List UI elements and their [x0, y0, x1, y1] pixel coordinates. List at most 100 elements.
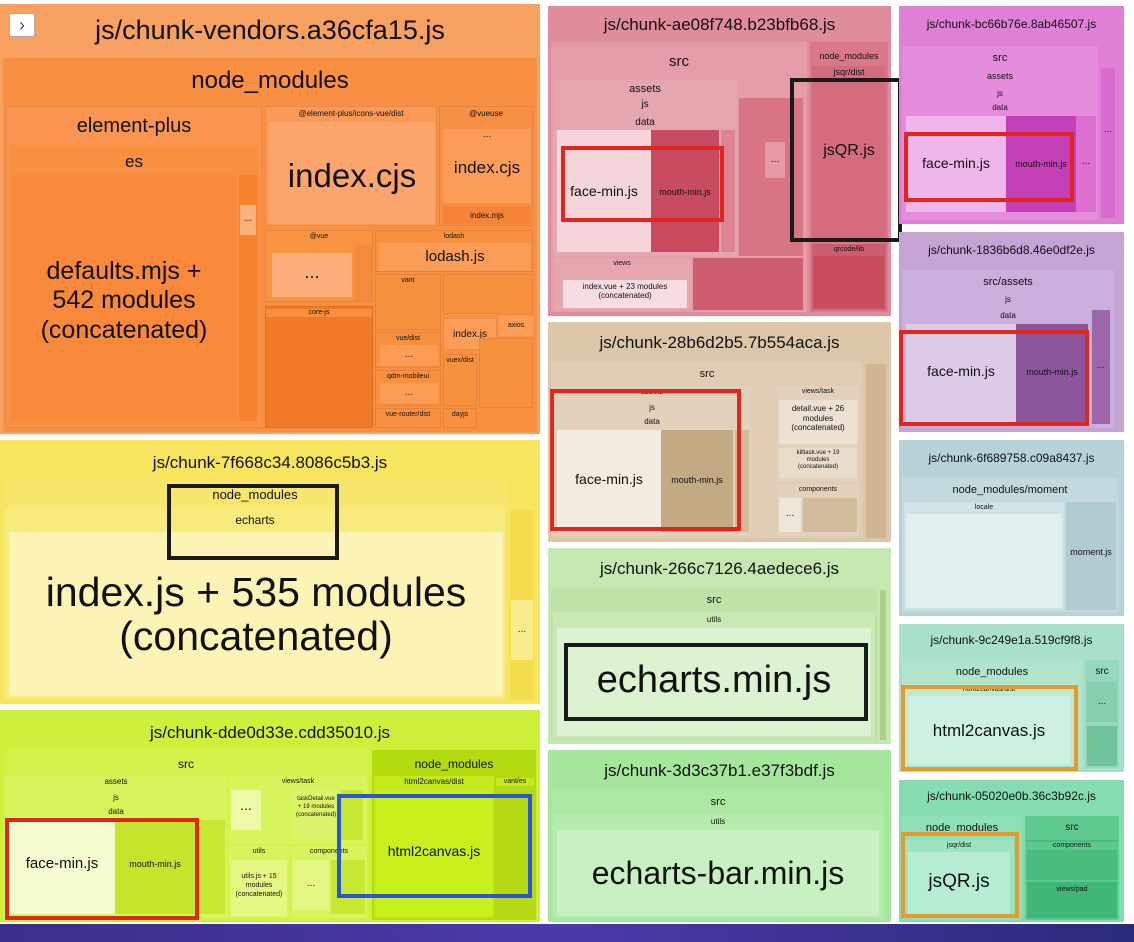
node-modules-group[interactable]: node_modules jsqr/dist jsQR.js — [902, 816, 1022, 920]
module-face-min[interactable]: face-min.js — [906, 324, 1016, 424]
module-killtask[interactable]: killtask.vue + 19 modules (concatenated) — [779, 448, 857, 478]
assets-group[interactable]: assets js data face-min.js mouth-min.js — [5, 776, 227, 918]
moment-group[interactable]: node_modules/moment locale moment.js — [902, 478, 1118, 612]
module-mouth-min[interactable]: mouth-min.js — [1016, 324, 1088, 424]
vue-dist-group[interactable]: vue/dist ... — [375, 332, 441, 368]
module-more[interactable]: ... — [511, 600, 533, 660]
node-modules-group[interactable]: node_modules html2canvas/dist html2canva… — [902, 660, 1082, 768]
src-group[interactable]: src components views/pad — [1025, 816, 1119, 920]
vueuse-group[interactable]: @vueuse ... index.cjs index.mjs — [439, 106, 533, 226]
chunk-ae08f748[interactable]: js/chunk-ae08f748.b23bfb68.js src assets… — [548, 6, 891, 316]
misc-small-modules-3[interactable] — [479, 410, 533, 428]
module-html2canvas[interactable]: html2canvas.js — [376, 790, 492, 916]
lodash-group[interactable]: lodash lodash.js — [375, 230, 533, 272]
chunk-3d3c37b1[interactable]: js/chunk-3d3c37b1.e37f3bdf.js src utils … — [548, 750, 891, 922]
vant-es-group[interactable]: vant/es — [496, 776, 534, 918]
small-modules[interactable] — [199, 820, 225, 914]
es-small-modules[interactable] — [239, 175, 257, 421]
src-group[interactable]: src assets js data face-min.js mouth-min… — [902, 46, 1098, 220]
dayjs-group[interactable]: dayjs — [443, 408, 477, 428]
module-qdm[interactable]: ... — [380, 383, 438, 403]
module-echarts-min[interactable]: echarts.min.js — [557, 628, 871, 736]
views-group[interactable]: views index.vue + 23 modules (concatenat… — [553, 258, 691, 310]
module-components[interactable]: ... — [779, 498, 801, 532]
chunk-7f668c34[interactable]: js/chunk-7f668c34.8086c5b3.js node_modul… — [0, 440, 540, 704]
chunk-side-strip[interactable]: ... — [1101, 68, 1115, 218]
chunk-9c249e1a[interactable]: js/chunk-9c249e1a.519cf9f8.js node_modul… — [899, 624, 1124, 772]
module-vueuse-index-mjs[interactable]: index.mjs — [443, 206, 531, 224]
chunk-side-strip[interactable] — [880, 590, 886, 740]
locale-modules[interactable] — [906, 514, 1062, 608]
module-face-min[interactable]: face-min.js — [557, 130, 651, 252]
node-modules-group[interactable]: node_modules jsqr/dist jsQR.js qrcode/li… — [810, 42, 888, 312]
jsqr-dist-group[interactable]: jsqr/dist jsQR.js — [904, 840, 1014, 918]
chunk-small-modules[interactable] — [866, 364, 886, 538]
module-mouth-min[interactable]: mouth-min.js — [1006, 116, 1076, 212]
misc-small-modules-2[interactable] — [479, 338, 533, 408]
small-modules[interactable] — [1087, 726, 1117, 766]
module-vueuse-index-cjs[interactable]: ... index.cjs — [443, 129, 531, 203]
module-vue-dist[interactable]: ... — [380, 345, 438, 365]
views-small-modules[interactable] — [693, 258, 803, 310]
module-face-min[interactable]: face-min.js — [9, 820, 115, 914]
module-utils-js[interactable]: utils.js + 15 modules (concatenated) — [231, 860, 287, 916]
src-group[interactable]: src utils echarts.min.js — [551, 588, 877, 740]
at-vue-group[interactable]: @vue ... — [265, 230, 373, 302]
views-task-group[interactable]: views/task detail.vue + 26 modules (conc… — [777, 386, 859, 482]
module-html2canvas[interactable]: html2canvas.js — [908, 696, 1070, 764]
chunk-28b6d2b5[interactable]: js/chunk-28b6d2b5.7b554aca.js src assets… — [548, 322, 891, 542]
small-modules[interactable] — [721, 130, 735, 252]
vue-router-group[interactable]: vue-router/dist — [375, 408, 441, 428]
small-modules[interactable] — [331, 860, 365, 914]
module-task-detail[interactable]: taskDetail.vue + 19 modules (concatenate… — [293, 790, 339, 840]
module-views-task[interactable]: ... — [231, 790, 261, 830]
chunk-266c7126[interactable]: js/chunk-266c7126.4aedece6.js src utils … — [548, 548, 891, 744]
qdm-mobileui-group[interactable]: qdm-mobileui ... — [375, 370, 441, 406]
core-js-group[interactable]: core-js — [265, 306, 373, 428]
components-group[interactable]: components ... — [777, 484, 859, 536]
module-more[interactable]: ... — [765, 142, 785, 178]
utils-group[interactable]: utils utils.js + 15 modules (concatenate… — [229, 846, 289, 918]
at-vue-small[interactable] — [354, 245, 372, 301]
node-modules-group[interactable]: node_modules html2canvas/dist html2canva… — [372, 750, 536, 920]
chunk-05020e0b[interactable]: js/chunk-05020e0b.36c3b92c.js node_modul… — [899, 780, 1124, 922]
h2c-dist-group[interactable]: html2canvas/dist html2canvas.js — [374, 776, 494, 918]
module-more[interactable]: ... — [1092, 310, 1110, 424]
jsqr-dist-group[interactable]: jsqr/dist jsQR.js — [812, 66, 886, 242]
module-detail-vue[interactable]: detail.vue + 26 modules (concatenated) — [779, 400, 857, 444]
vant-group[interactable]: vant — [375, 274, 441, 330]
chunk-dde0d33e[interactable]: js/chunk-dde0d33e.cdd35010.js src assets… — [0, 710, 540, 922]
module-more[interactable]: ... — [240, 205, 256, 235]
module-mouth-min[interactable]: mouth-min.js — [661, 430, 733, 532]
axios-group[interactable]: axios — [499, 316, 533, 336]
utils-group[interactable]: utils echarts-bar.min.js — [553, 814, 883, 918]
module-face-min[interactable]: face-min.js — [557, 430, 661, 532]
vuex-dist-group[interactable]: vuex/dist — [443, 354, 477, 406]
module-src[interactable]: ... — [1087, 682, 1117, 722]
chunk-1836b6d8[interactable]: js/chunk-1836b6d8.46e0df2e.js src/assets… — [899, 232, 1124, 432]
src-group[interactable]: src utils echarts-bar.min.js — [551, 790, 885, 920]
utils-group[interactable]: utils echarts.min.js — [553, 612, 875, 738]
node-modules-group[interactable]: node_modules echarts index.js + 535 modu… — [3, 480, 507, 700]
module-echarts-index-js[interactable]: index.js + 535 modules (concatenated) — [9, 532, 503, 696]
components-group[interactable]: components — [1027, 840, 1117, 880]
views-task-group[interactable]: views/task ... taskDetail.vue + 19 modul… — [229, 776, 367, 844]
views-pad-group[interactable]: views/pad — [1027, 882, 1117, 918]
node-modules-group[interactable]: node_modules element-plus es defaults.mj… — [3, 58, 537, 432]
module-face-min[interactable]: face-min.js — [906, 116, 1006, 212]
module-jsqr[interactable]: jsQR.js — [814, 82, 884, 238]
qrcode-group[interactable]: qrcode/lib — [812, 244, 886, 310]
es-group[interactable]: es defaults.mjs + 542 modules (concatena… — [9, 145, 259, 425]
module-echarts-bar[interactable]: echarts-bar.min.js — [557, 830, 879, 916]
module-defaults-mjs[interactable]: defaults.mjs + 542 modules (concatenated… — [11, 175, 237, 421]
module-components[interactable]: ... — [293, 860, 329, 910]
src-assets-group[interactable]: src/assets js data face-min.js mouth-min… — [902, 270, 1114, 428]
module-icons-index-cjs[interactable]: index.cjs — [269, 122, 435, 224]
small-modules[interactable] — [341, 790, 363, 840]
echarts-group[interactable]: echarts index.js + 535 modules (concaten… — [5, 508, 505, 698]
module-index-vue[interactable]: index.vue + 23 modules (concatenated) — [563, 280, 687, 308]
src-group[interactable]: src assets js data face-min.js mouth-min… — [551, 42, 807, 312]
module-jsqr[interactable]: jsQR.js — [908, 852, 1010, 916]
module-mouth-min[interactable]: mouth-min.js — [115, 820, 195, 914]
src-group[interactable]: src ... — [1085, 660, 1119, 768]
